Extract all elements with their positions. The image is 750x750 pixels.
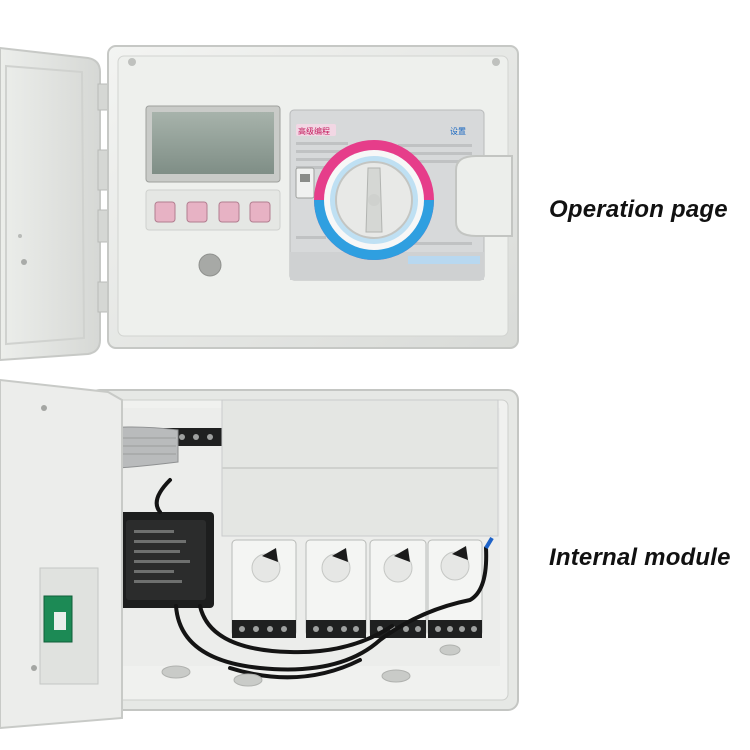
module-2: [305, 539, 367, 638]
advanced-programming-label: 高级编程: [298, 126, 330, 136]
module-4: [427, 539, 483, 638]
lcd-screen: [145, 105, 281, 183]
button-3[interactable]: [218, 201, 240, 223]
caption-operation-page: Operation page: [549, 196, 728, 223]
control-buttons: [145, 189, 281, 231]
caption-internal-module: Internal module: [549, 544, 731, 571]
wires: [154, 478, 489, 680]
controller-open: [0, 378, 519, 730]
settings-label: 设置: [450, 126, 466, 136]
button-2[interactable]: [186, 201, 208, 223]
inner-door: [0, 378, 123, 730]
module-1: [231, 539, 297, 638]
round-indicator-icon: [198, 253, 222, 277]
module-3: [369, 539, 427, 638]
button-1[interactable]: [154, 201, 176, 223]
rotary-dial-icon[interactable]: [314, 140, 434, 260]
controller-closed: 高级编程 设置: [0, 45, 519, 362]
module-rail: [221, 399, 499, 537]
front-door: [0, 46, 111, 362]
button-4[interactable]: [249, 201, 271, 223]
latch: [455, 155, 513, 237]
station-modules: [231, 539, 483, 638]
transformer: [118, 512, 214, 608]
